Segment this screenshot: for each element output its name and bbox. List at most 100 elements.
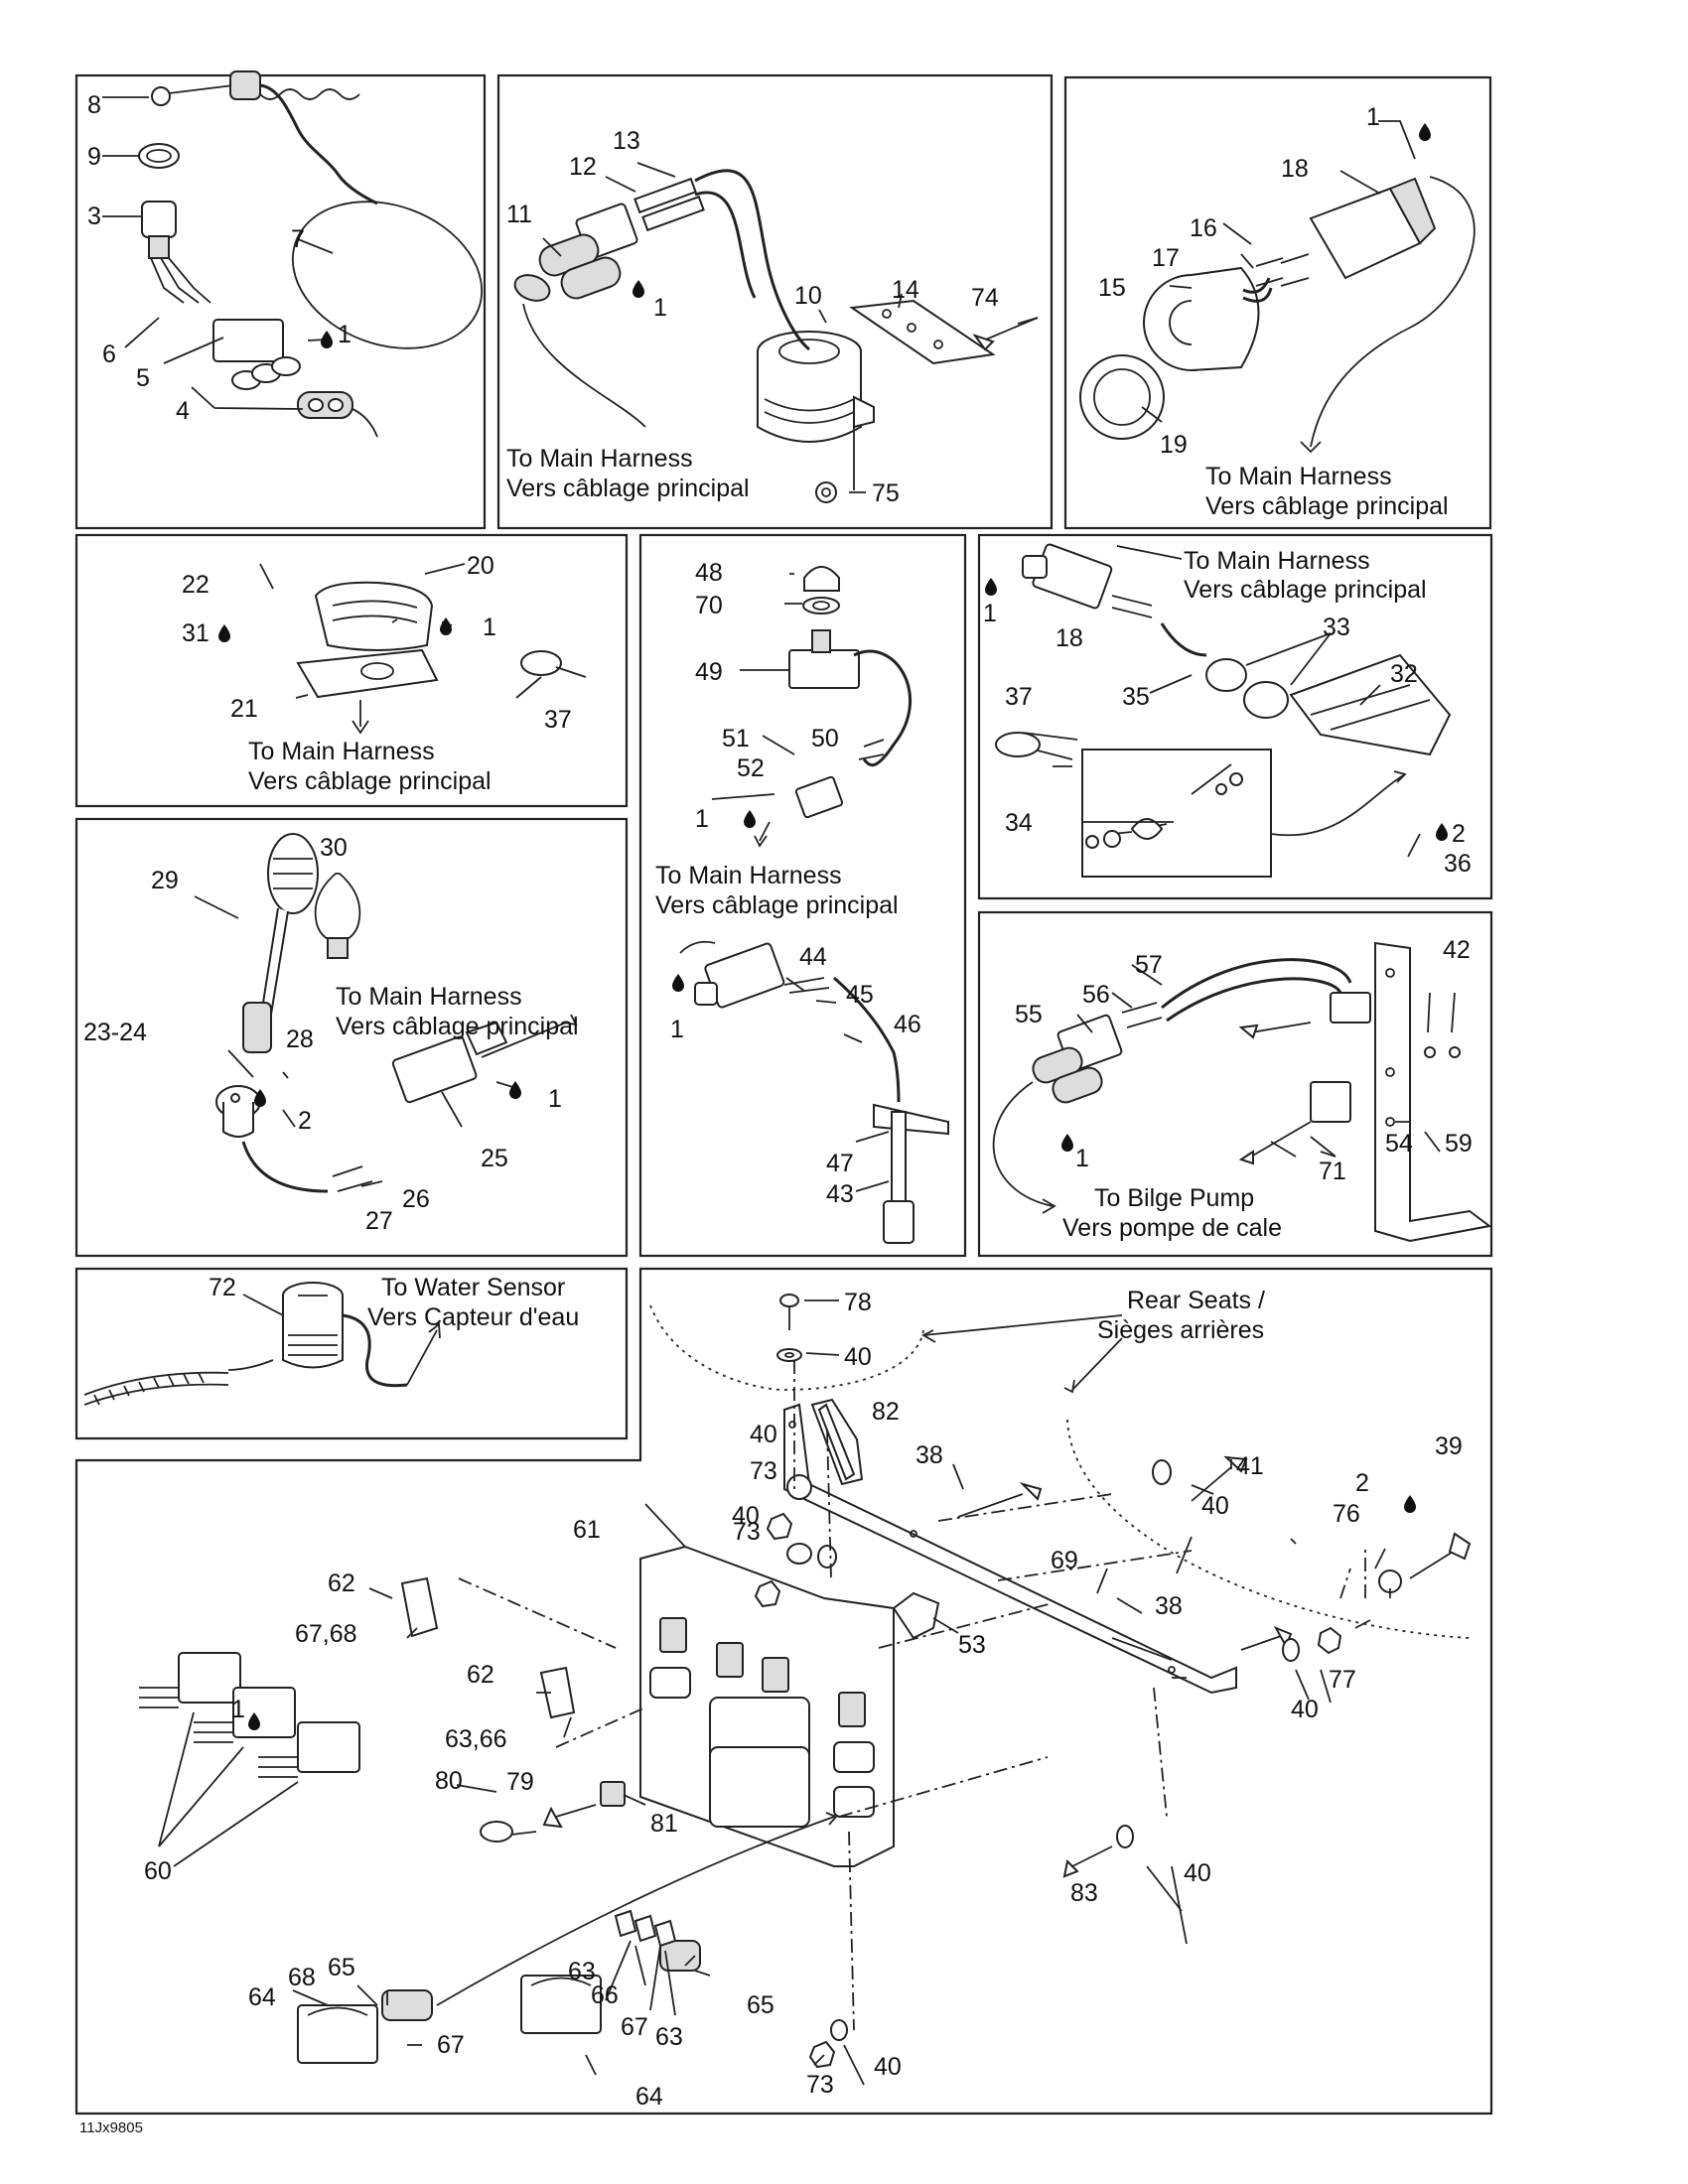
callout-number: 81 <box>650 1810 678 1838</box>
callout-number: 62 <box>328 1570 355 1597</box>
note-to-main-harness: To Main Harness <box>1184 547 1370 575</box>
callout-number: 40 <box>1184 1859 1211 1887</box>
callout-number: 77 <box>1329 1666 1356 1694</box>
callout-number: 63,66 <box>445 1725 507 1753</box>
panel-9-bilge-pump <box>83 1282 441 1406</box>
lanyard-cord-drawing <box>151 70 484 349</box>
panel-5-push-button <box>679 566 949 1244</box>
panel-8-bilge-switch <box>992 941 1492 1243</box>
panel-2-bilge-blower <box>513 162 1039 503</box>
cover-drawing <box>314 581 434 651</box>
callout-number: 27 <box>365 1207 393 1235</box>
note-to-main-harness: To Main Harness <box>1205 463 1392 490</box>
drop-icons <box>218 123 1448 1730</box>
housing-drawing <box>1309 177 1437 280</box>
callout-number: 73 <box>806 2071 834 2099</box>
callout-number: 35 <box>1122 683 1150 711</box>
callout-number: 63 <box>655 2023 683 2051</box>
note-to-main-harness: To Main Harness <box>248 738 435 765</box>
callout-number: 67,68 <box>295 1620 357 1648</box>
callout-number: 1 <box>548 1085 562 1113</box>
callout-number: 74 <box>971 284 999 312</box>
panel-7-navigation-light <box>194 833 578 1193</box>
callout-number: 15 <box>1098 274 1126 302</box>
note-to-water-sensor: To Water Sensor <box>381 1274 565 1301</box>
switch-body-drawing <box>141 201 211 304</box>
callout-number: 17 <box>1152 244 1180 272</box>
callout-number: 37 <box>1005 683 1033 711</box>
callout-number: 3 <box>87 203 101 230</box>
note-vers-cablage: Vers câblage principal <box>506 475 750 502</box>
note-vers-cablage: Vers câblage principal <box>336 1013 579 1040</box>
callout-number: 82 <box>872 1398 900 1426</box>
connectors-60-drawing <box>139 1652 360 1778</box>
callout-number: 6 <box>102 341 116 368</box>
callout-number: 30 <box>320 834 348 862</box>
note-vers-cablage: Vers câblage principal <box>1184 576 1427 604</box>
callout-number: 78 <box>844 1289 872 1316</box>
callout-number: 57 <box>1135 951 1163 979</box>
panel-4-switch-cover <box>259 563 587 735</box>
panel-1-safety-lanyard <box>102 70 484 438</box>
cable-tie-drawing <box>520 650 587 678</box>
note-to-main-harness: To Main Harness <box>336 983 522 1011</box>
callout-number: 49 <box>695 658 723 686</box>
callout-number: 8 <box>87 91 101 119</box>
callout-number: 67 <box>621 2013 648 2041</box>
callout-number: 51 <box>722 725 750 752</box>
callout-number: 36 <box>1444 850 1472 878</box>
callout-number: 1 <box>670 1016 684 1043</box>
callout-number: 1 <box>1075 1145 1089 1172</box>
bracket-drawing <box>849 299 996 365</box>
callout-number: 71 <box>1319 1158 1346 1185</box>
callout-number: 65 <box>747 1991 774 2019</box>
callout-number: 80 <box>435 1767 463 1795</box>
note-rear-seats: Rear Seats / <box>1127 1287 1265 1314</box>
callout-number: 53 <box>958 1631 986 1659</box>
callout-number: 40 <box>732 1502 760 1530</box>
level-sensor-drawing <box>679 940 949 1244</box>
callout-number: 63 <box>568 1958 596 1985</box>
panel-6-lever-switch <box>995 543 1452 878</box>
callout-number: 14 <box>892 276 919 304</box>
note-vers-cablage: Vers câblage principal <box>1205 492 1449 520</box>
callout-number: 32 <box>1390 660 1418 688</box>
callout-number: 72 <box>209 1274 236 1301</box>
callout-number: 64 <box>635 2083 663 2111</box>
callout-number: 45 <box>846 981 874 1009</box>
callout-number: 9 <box>87 143 101 171</box>
callout-number: 73 <box>733 1518 761 1546</box>
callout-number: 62 <box>467 1661 494 1689</box>
callout-number: 40 <box>1201 1492 1229 1520</box>
callout-number: 64 <box>248 1983 276 2011</box>
callout-number: 19 <box>1160 431 1188 459</box>
note-vers-capteur: Vers Capteur d'eau <box>367 1303 579 1331</box>
callout-number: 79 <box>506 1768 534 1796</box>
socket-body-drawing <box>1143 266 1260 371</box>
callout-number: 7 <box>291 225 305 253</box>
seal-ring-drawing <box>138 143 180 169</box>
callout-number: 41 <box>1236 1452 1264 1480</box>
callout-number: 65 <box>328 1954 355 1981</box>
base-drawing <box>296 648 439 699</box>
ring-nut-drawing <box>1079 354 1165 440</box>
diagram-reference: 11Jx9805 <box>79 2119 143 2136</box>
callout-number: 25 <box>481 1145 508 1172</box>
callout-number: 69 <box>1051 1547 1078 1574</box>
callout-number: 38 <box>1155 1592 1183 1620</box>
callout-numbers: 8 9 3 7 6 5 1 4 13 12 11 1 10 14 74 75 1… <box>83 91 1473 2111</box>
callout-number: 54 <box>1385 1130 1413 1158</box>
callout-number: 33 <box>1323 614 1350 641</box>
callout-number: 2 <box>1452 820 1466 848</box>
callout-number: 44 <box>799 943 827 971</box>
panel-10-electronic-module <box>139 1294 1472 2086</box>
note-vers-cablage: Vers câblage principal <box>248 767 492 795</box>
note-to-main-harness: To Main Harness <box>506 445 693 473</box>
rivet-drawing <box>972 317 1039 351</box>
panel-notes: To Main Harness Vers câblage principal T… <box>79 445 1449 2136</box>
motor-drawing <box>757 331 875 443</box>
callout-number: 11 <box>506 201 532 228</box>
callout-number: 70 <box>695 592 723 619</box>
callout-number: 76 <box>1333 1500 1360 1528</box>
note-to-bilge-pump: To Bilge Pump <box>1094 1184 1254 1212</box>
